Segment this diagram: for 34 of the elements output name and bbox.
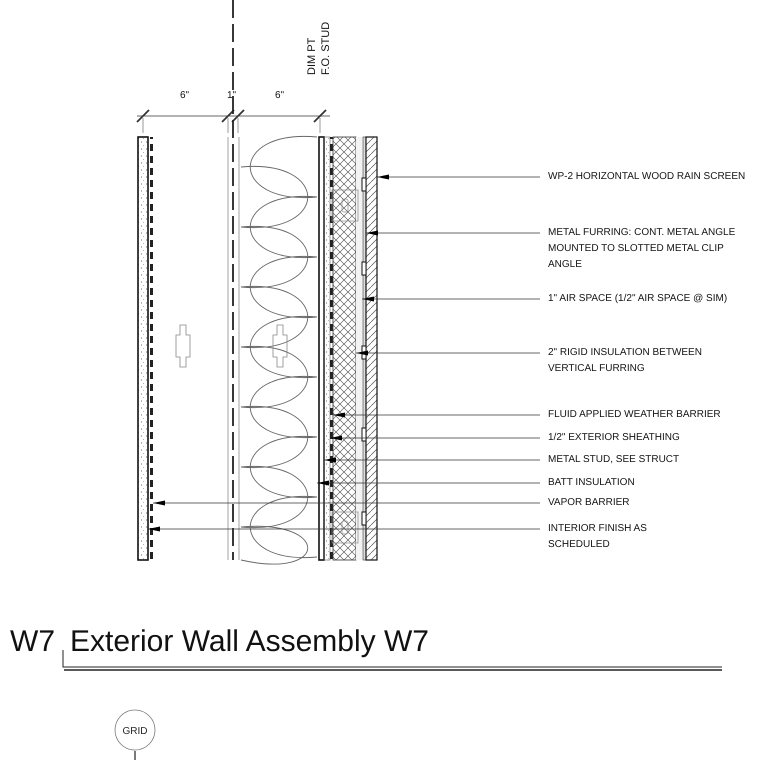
annotation-text: DIM PT F.O. STUD bbox=[305, 20, 333, 75]
leader-line bbox=[376, 174, 540, 180]
callout-text: VAPOR BARRIER bbox=[540, 495, 759, 511]
grid-bubble: GRID bbox=[114, 710, 156, 750]
air-space-gap bbox=[356, 137, 362, 560]
callout-text: METAL STUD, SEE STRUCT bbox=[540, 452, 759, 468]
sheathing-layer bbox=[324, 136, 330, 560]
dimension-text: 6" bbox=[275, 89, 284, 103]
rigid-insulation-layer bbox=[332, 136, 356, 560]
rain-screen-siding bbox=[362, 136, 378, 561]
leader-line bbox=[356, 350, 540, 356]
callout-text: WP-2 HORIZONTAL WOOD RAIN SCREEN bbox=[540, 169, 759, 185]
leader-line bbox=[152, 500, 540, 506]
interior-finish-layer bbox=[137, 136, 149, 561]
title: Exterior Wall Assembly W7 bbox=[70, 624, 429, 660]
callout-text: INTERIOR FINISH AS SCHEDULED bbox=[540, 521, 688, 553]
detail-number: W7 bbox=[10, 624, 55, 660]
callout-text: BATT INSULATION bbox=[540, 475, 759, 491]
dimension-text: 6" bbox=[180, 89, 190, 103]
leader-line bbox=[324, 458, 540, 462]
callout-text: METAL FURRING: CONT. METAL ANGLE MOUNTED TO SLOTTED METAL CLIP ANGLE bbox=[540, 225, 753, 273]
callout-text: 2" RIGID INSULATION BETWEEN VERTICAL FURRING bbox=[540, 345, 733, 377]
vapor-barrier-line bbox=[150, 137, 153, 560]
leader-line bbox=[362, 296, 540, 302]
leader-line bbox=[332, 412, 540, 418]
leader-line bbox=[316, 480, 540, 486]
batt-insulation-symbol bbox=[240, 136, 318, 564]
leader-line bbox=[148, 526, 540, 532]
leader-line bbox=[366, 230, 540, 236]
dimension-text: 1" bbox=[227, 89, 236, 103]
callout-text: FLUID APPLIED WEATHER BARRIER bbox=[540, 407, 759, 423]
leader-line bbox=[330, 436, 540, 440]
callout-text: 1/2" EXTERIOR SHEATHING bbox=[540, 430, 759, 446]
callout-text: 1" AIR SPACE (1/2" AIR SPACE @ SIM) bbox=[540, 291, 759, 307]
